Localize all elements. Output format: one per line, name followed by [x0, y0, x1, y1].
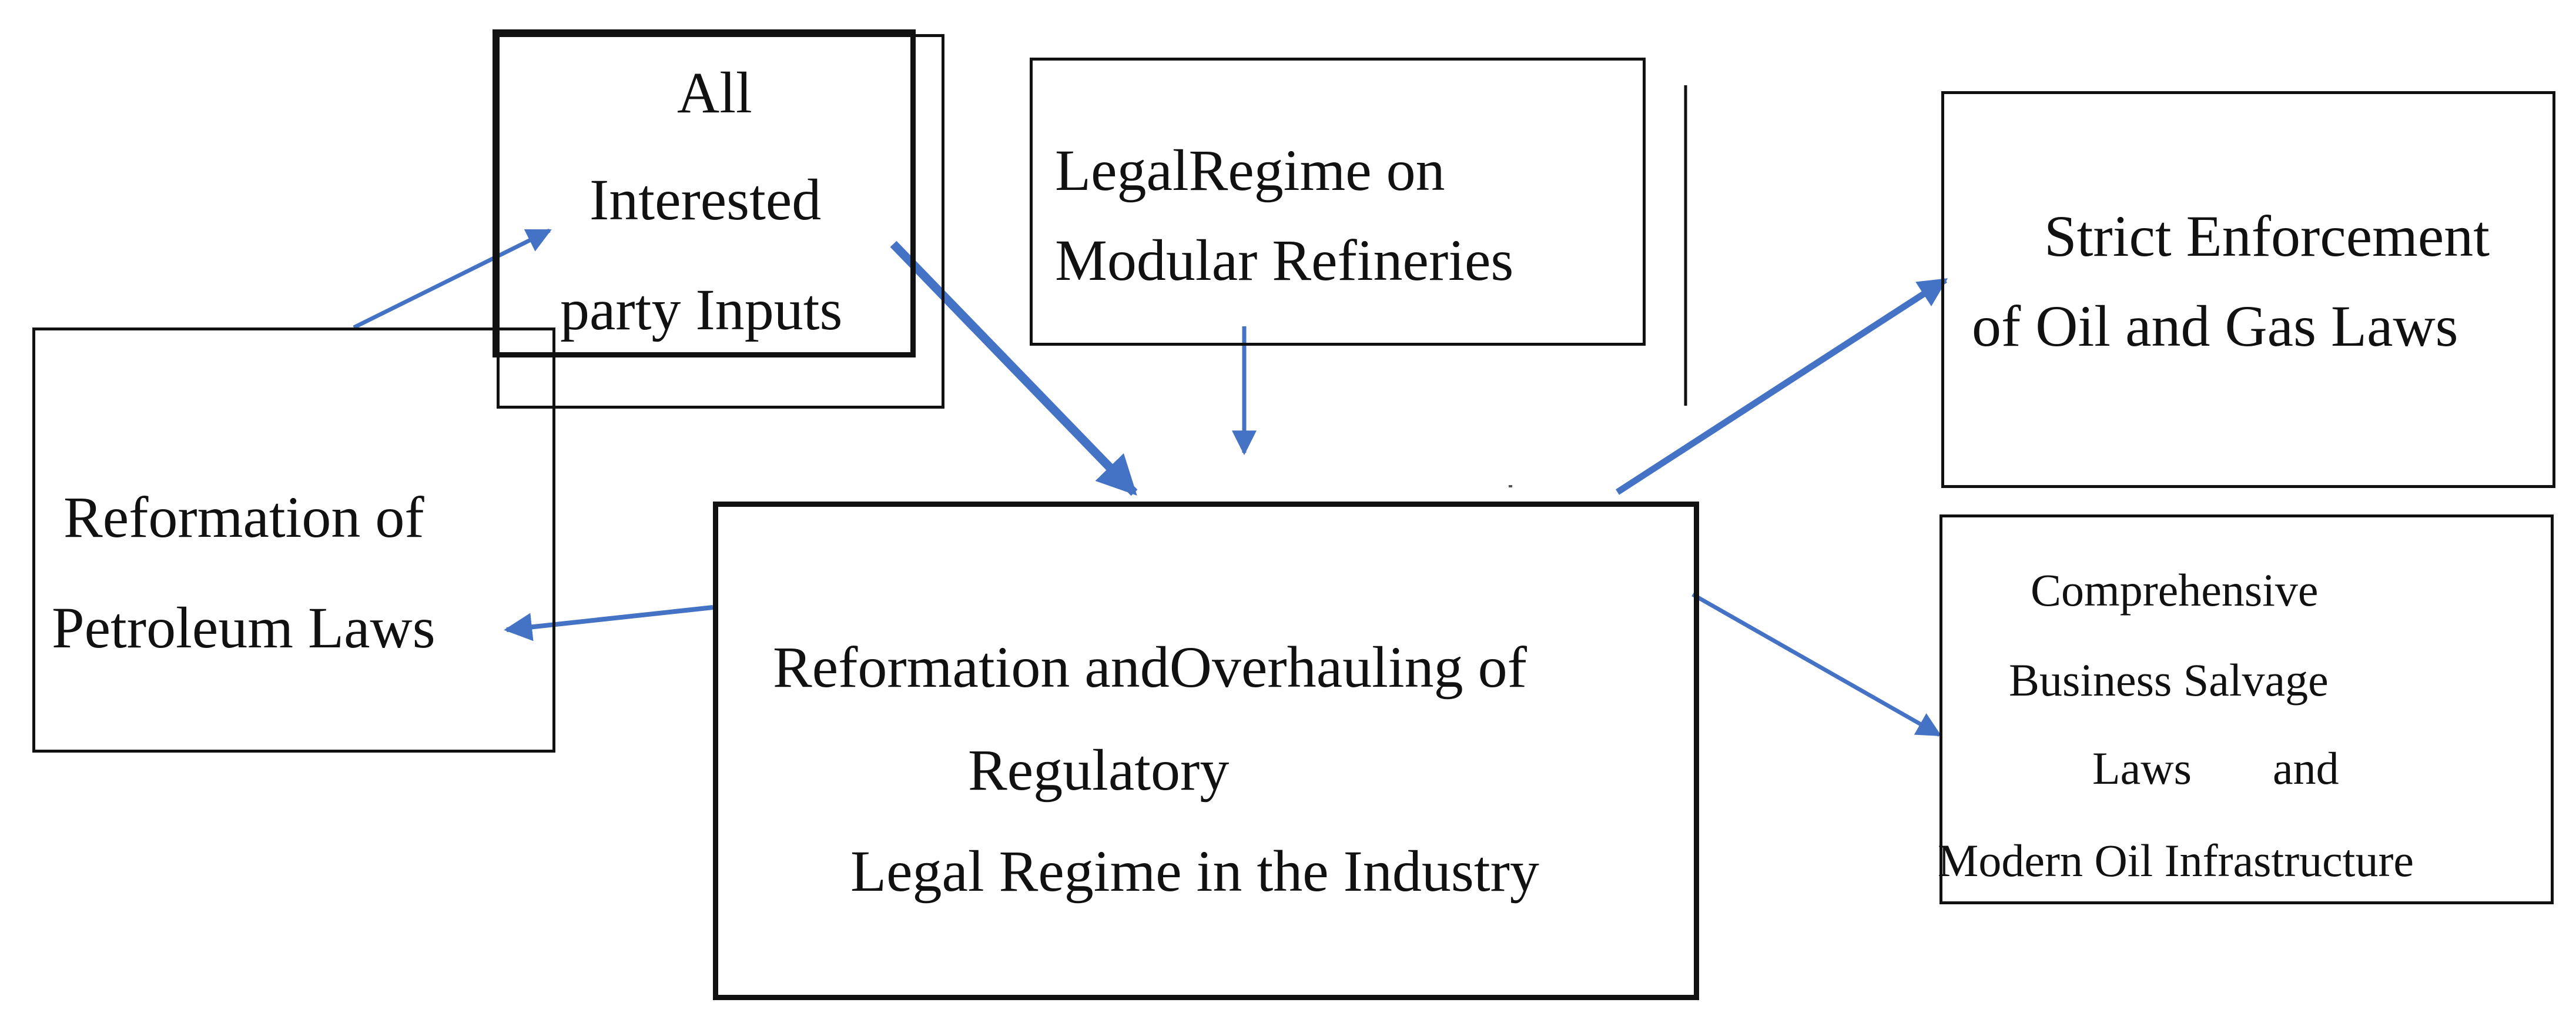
- inputs-box: [493, 29, 916, 357]
- arrow-central-to-salvage: [1691, 592, 1942, 737]
- modular-refineries-label-line-2: Modular Refineries: [1055, 228, 1514, 293]
- arrow-inputs-to-central: [890, 240, 1138, 496]
- central-label-line-1: Reformation andOverhauling of: [773, 634, 1527, 700]
- enforcement-box: [1941, 91, 2555, 488]
- arrow-central-to-enforcement: [1616, 277, 1948, 495]
- salvage-label-line-1: Comprehensive: [2031, 564, 2319, 616]
- inputs-box-shadow-frame: [497, 34, 944, 409]
- inputs-label-line-2: Interested: [589, 167, 822, 232]
- enforcement-label-line-2: of Oil and Gas Laws: [1972, 293, 2458, 359]
- salvage-label-line-2: Business Salvage: [2009, 654, 2329, 706]
- central-label-line-2: Regulatory: [968, 737, 1230, 803]
- inputs-label-line-3: party Inputs: [560, 277, 843, 342]
- modular-refineries-box: [1030, 58, 1646, 346]
- enforcement-label-line-1: Strict Enforcement: [2044, 203, 2490, 269]
- arrow-central-to-petroleum: [504, 605, 713, 641]
- central-box: [713, 502, 1699, 1000]
- petroleum-laws-label-line-1: Reformation of: [63, 484, 424, 550]
- salvage-box: [1939, 514, 2554, 904]
- petroleum-laws-label-line-2: Petroleum Laws: [52, 595, 436, 660]
- salvage-label-line-4: Modern Oil Infrastructure: [1938, 835, 2414, 886]
- inputs-label-line-1: All: [677, 60, 752, 125]
- petroleum-laws-box: [32, 327, 555, 753]
- central-label-line-3: Legal Regime in the Industry: [850, 838, 1539, 904]
- arrow-petroleum-to-inputs: [353, 228, 552, 330]
- salvage-label-line-3b: and: [2273, 743, 2339, 794]
- salvage-label-line-3: Laws: [2092, 743, 2192, 794]
- modular-refineries-label-line-1: LegalRegime on: [1055, 138, 1445, 203]
